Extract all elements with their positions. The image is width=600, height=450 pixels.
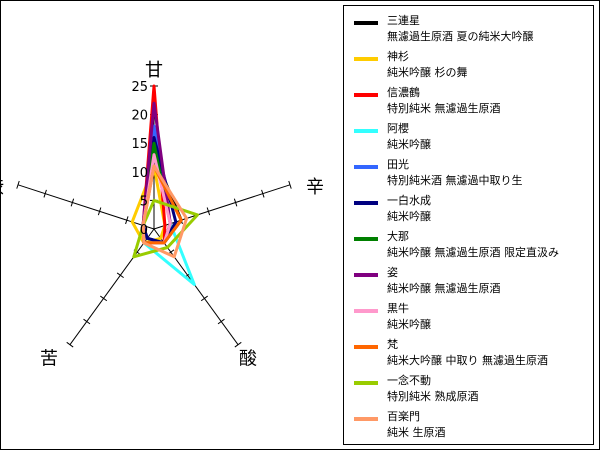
tick-label: 20 bbox=[131, 109, 148, 124]
axis-label: 辛 bbox=[306, 177, 324, 198]
legend-item: 一念不動特別純米 熟成原酒 bbox=[344, 371, 594, 407]
axis-tick bbox=[217, 318, 225, 325]
legend-subtitle: 無濾過生原酒 夏の純米大吟醸 bbox=[387, 30, 534, 43]
legend: 三連星無濾過生原酒 夏の純米大吟醸神杉純米吟醸 杉の舞信濃鶴特別純米 無濾過生原… bbox=[343, 5, 594, 445]
legend-swatch bbox=[354, 309, 378, 313]
legend-name: 一念不動 bbox=[387, 374, 431, 387]
legend-name: 神杉 bbox=[387, 50, 409, 63]
legend-subtitle: 純米吟醸 無濾過生原酒 bbox=[387, 282, 501, 295]
legend-item: 田光特別純米酒 無濾過中取り生 bbox=[344, 155, 594, 191]
axis-tick bbox=[206, 207, 211, 216]
legend-item: 信濃鶴特別純米 無濾過生原酒 bbox=[344, 83, 594, 119]
legend-swatch bbox=[354, 201, 378, 205]
legend-name: 姿 bbox=[387, 266, 398, 279]
legend-swatch bbox=[354, 165, 378, 169]
legend-subtitle: 特別純米酒 無濾過中取り生 bbox=[387, 174, 523, 187]
legend-name: 阿櫻 bbox=[387, 122, 409, 135]
axis-label: 酸 bbox=[239, 349, 257, 370]
legend-swatch bbox=[354, 129, 378, 133]
legend-subtitle: 純米吟醸 bbox=[387, 318, 431, 331]
legend-swatch bbox=[354, 417, 378, 421]
legend-name: 三連星 bbox=[387, 14, 420, 27]
legend-item: 百楽門純米 生原酒 bbox=[344, 407, 594, 443]
legend-item: 梵純米大吟醸 中取り 無濾過生原酒 bbox=[344, 335, 594, 371]
series-line bbox=[141, 164, 189, 259]
radar-tick-labels: 0 5 10 15 20 25 bbox=[131, 80, 148, 238]
legend-swatch bbox=[354, 21, 378, 25]
tick-label: 5 bbox=[140, 194, 148, 209]
axis-tick bbox=[233, 198, 238, 207]
legend-item: 阿櫻純米吟醸 bbox=[344, 119, 594, 155]
legend-subtitle: 特別純米 無濾過生原酒 bbox=[387, 102, 501, 115]
axis-tick bbox=[125, 216, 129, 225]
legend-subtitle: 純米吟醸 杉の舞 bbox=[387, 66, 468, 79]
tick-label: 25 bbox=[131, 80, 148, 95]
legend-swatch bbox=[354, 57, 378, 61]
legend-item: 一白水成純米吟醸 bbox=[344, 191, 594, 227]
legend-name: 田光 bbox=[387, 158, 409, 171]
legend-item: 神杉純米吟醸 杉の舞 bbox=[344, 47, 594, 83]
radar-axis-labels: 甘辛酸 苦 渋 bbox=[0, 60, 324, 370]
legend-item: 黒牛純米吟醸 bbox=[344, 299, 594, 335]
legend-subtitle: 純米吟醸 bbox=[387, 210, 431, 223]
axis-tick bbox=[200, 295, 208, 302]
axis-tick bbox=[288, 180, 292, 189]
legend-swatch bbox=[354, 381, 378, 385]
legend-name: 百楽門 bbox=[387, 410, 420, 423]
tick-label: 15 bbox=[131, 137, 148, 152]
legend-subtitle: 特別純米 熟成原酒 bbox=[387, 390, 479, 403]
radar-series bbox=[130, 84, 199, 286]
legend-swatch bbox=[354, 237, 378, 241]
legend-item: 三連星無濾過生原酒 夏の純米大吟醸 bbox=[344, 11, 594, 47]
legend-name: 大那 bbox=[387, 230, 409, 243]
legend-item: 姿純米吟醸 無濾過生原酒 bbox=[344, 263, 594, 299]
legend-subtitle: 純米 生原酒 bbox=[387, 426, 446, 439]
axis-label: 渋 bbox=[0, 177, 4, 198]
legend-name: 黒牛 bbox=[387, 302, 409, 315]
legend-item: 大那純米吟醸 無濾過生原酒 限定直汲み bbox=[344, 227, 594, 263]
axis-label: 甘 bbox=[145, 60, 163, 81]
axis-line bbox=[69, 228, 155, 345]
tick-label: 0 bbox=[140, 223, 148, 238]
legend-name: 梵 bbox=[387, 338, 398, 351]
tick-label: 10 bbox=[131, 166, 148, 181]
axis-tick bbox=[116, 272, 124, 279]
axis-tick bbox=[97, 207, 102, 216]
axis-tick bbox=[66, 341, 74, 348]
axis-tick bbox=[83, 318, 91, 325]
legend-swatch bbox=[354, 273, 378, 277]
legend-swatch bbox=[354, 93, 378, 97]
legend-subtitle: 純米大吟醸 中取り 無濾過生原酒 bbox=[387, 354, 548, 367]
legend-swatch bbox=[354, 345, 378, 349]
axis-tick bbox=[43, 189, 47, 198]
legend-name: 一白水成 bbox=[387, 194, 431, 207]
axis-tick bbox=[261, 189, 265, 198]
legend-name: 信濃鶴 bbox=[387, 86, 420, 99]
axis-tick bbox=[234, 341, 242, 348]
axis-tick bbox=[16, 180, 20, 189]
legend-subtitle: 純米吟醸 bbox=[387, 138, 431, 151]
legend-subtitle: 純米吟醸 無濾過生原酒 限定直汲み bbox=[387, 246, 559, 259]
axis-tick bbox=[70, 198, 75, 207]
axis-label: 苦 bbox=[40, 349, 58, 370]
axis-tick bbox=[100, 295, 108, 302]
